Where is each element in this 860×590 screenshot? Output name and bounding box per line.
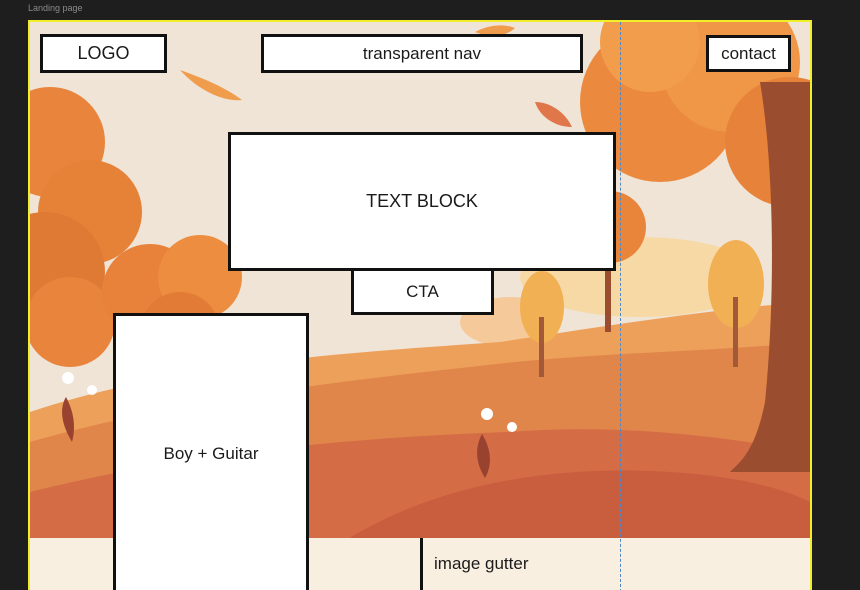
landing-page-frame[interactable]: LOGO transparent nav contact TEXT BLOCK …: [28, 20, 812, 590]
text-block-placeholder[interactable]: TEXT BLOCK: [228, 132, 616, 271]
contact-placeholder[interactable]: contact: [706, 35, 791, 72]
image-gutter-label: image gutter: [434, 554, 529, 573]
hero-image-placeholder[interactable]: Boy + Guitar: [113, 313, 309, 590]
nav-label: transparent nav: [362, 43, 482, 63]
frame-label: Landing page: [28, 3, 83, 13]
logo-placeholder[interactable]: LOGO: [40, 34, 167, 73]
logo-label: LOGO: [77, 43, 130, 63]
image-gutter-divider: [420, 538, 423, 590]
transparent-nav-placeholder[interactable]: transparent nav: [261, 34, 583, 73]
layout-guide-line: [620, 22, 621, 590]
text-block-label: TEXT BLOCK: [366, 191, 478, 211]
hero-image-label: Boy + Guitar: [163, 443, 259, 463]
cta-placeholder[interactable]: CTA: [351, 268, 494, 315]
contact-label: contact: [721, 43, 776, 63]
cta-label: CTA: [406, 281, 439, 301]
